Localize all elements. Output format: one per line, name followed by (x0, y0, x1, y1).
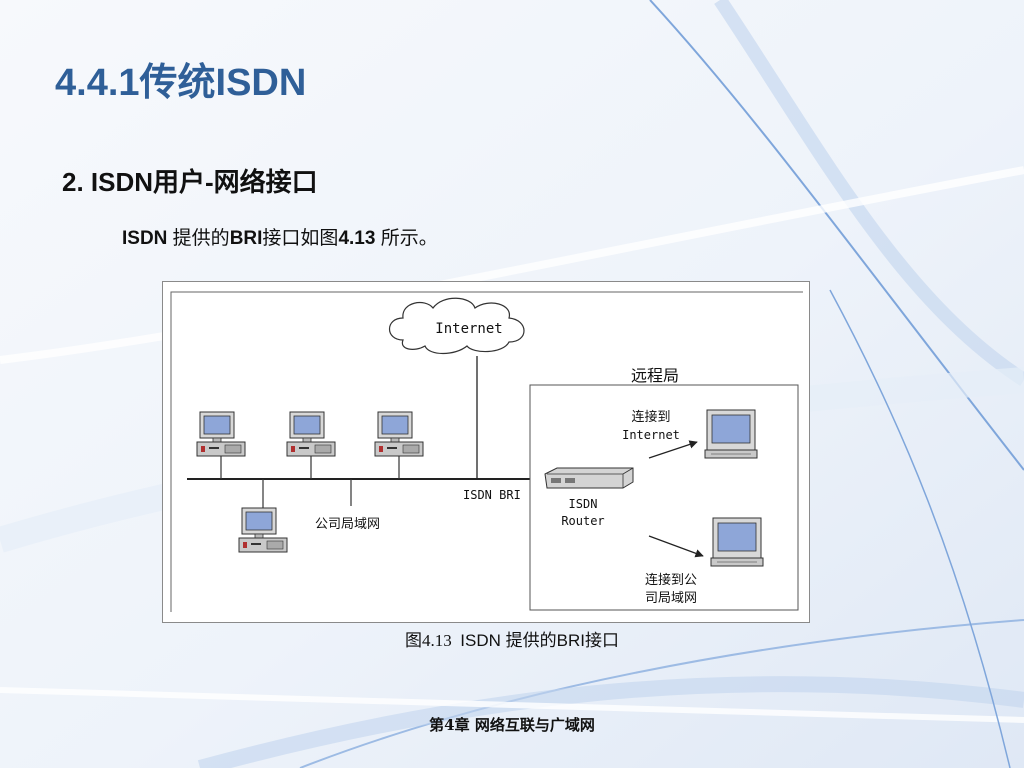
remote-office-label: 远程局 (631, 366, 679, 385)
lan-label: 公司局域网 (315, 517, 380, 532)
connect-internet-label-line2: Internet (622, 428, 680, 442)
body-text-shown: 所示。 (375, 228, 438, 249)
network-diagram: Internet 公司局域网 ISDN BRI 远程局 ISD (162, 281, 810, 623)
lan-computer-2 (286, 411, 336, 457)
connect-lan-label-line2: 司局域网 (645, 591, 697, 606)
body-text-interface: 接口如图 (262, 228, 339, 249)
internet-cloud-label: Internet (435, 321, 502, 337)
internet-cloud: Internet (388, 297, 525, 355)
lan-computer-1 (196, 411, 246, 457)
figure-caption-text: ISDN 提供的BRI接口 (460, 631, 619, 650)
remote-computer-internet (704, 409, 758, 459)
body-text-isdn: ISDN (122, 228, 168, 249)
inner-frame (170, 291, 803, 612)
remote-computer-lan (710, 517, 764, 567)
lan-computer-3 (374, 411, 424, 457)
figure-caption-number: 图4.13 (405, 631, 452, 650)
network-diagram-svg: Internet 公司局域网 ISDN BRI 远程局 ISD (170, 291, 803, 612)
router-label-line2: Router (561, 514, 604, 528)
body-text: ISDN 提供的BRI接口如图4.13 所示。 (122, 224, 438, 254)
isdn-router (544, 467, 634, 489)
body-text-figure-number: 4.13 (338, 228, 376, 249)
section-heading: 2. ISDN用户-网络接口 (62, 167, 318, 197)
body-text-bri: BRI (229, 228, 263, 249)
connect-lan-label-line1: 连接到公 (645, 572, 697, 588)
connect-internet-label-line1: 连接到 (631, 409, 670, 425)
slide-title: 4.4.1传统ISDN (55, 62, 307, 104)
isdn-bri-label: ISDN BRI (463, 488, 521, 502)
lan-computer-4 (238, 507, 288, 553)
internet-arrow (648, 440, 698, 459)
body-text-provides: 提供的 (167, 228, 230, 249)
figure-caption: 图4.13 ISDN 提供的BRI接口 (0, 628, 1024, 654)
slide-footer: 第4章 网络互联与广域网 (429, 716, 595, 734)
lan-arrow (648, 535, 704, 558)
router-label-line1: ISDN (569, 497, 598, 511)
